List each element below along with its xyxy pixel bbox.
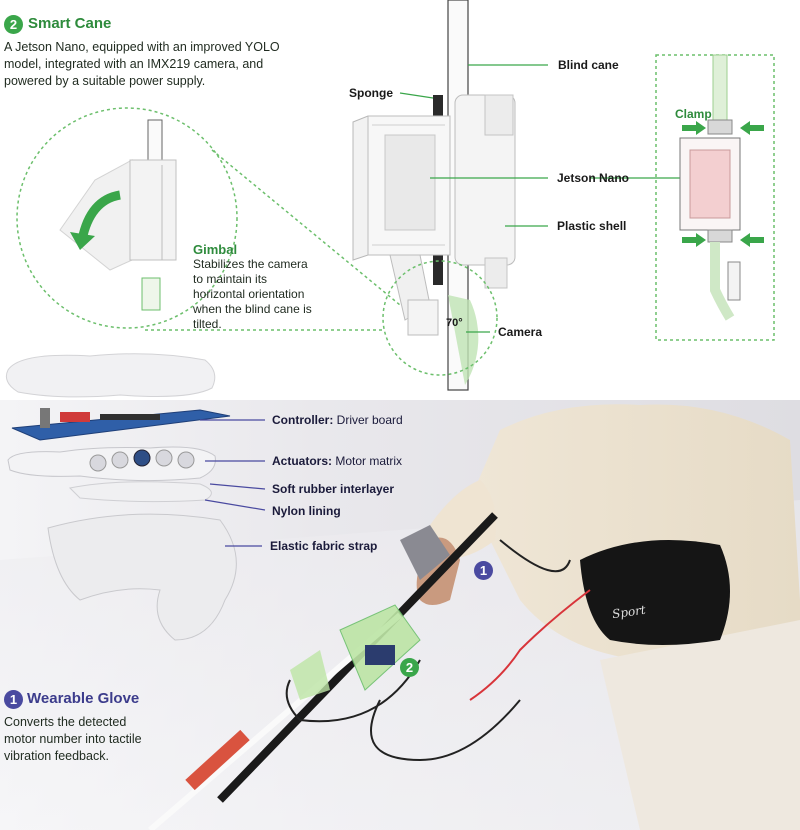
label-controller: Controller: Driver board <box>272 413 403 427</box>
driver-board <box>11 408 231 441</box>
glove-leader-lines <box>200 419 266 547</box>
wearable-glove-description: Converts the detected motor number into … <box>4 715 142 763</box>
wires-photo <box>285 539 591 762</box>
elastic-strap <box>47 513 237 641</box>
motor-matrix <box>7 446 216 482</box>
label-elastic-strap: Elastic fabric strap <box>270 539 378 553</box>
label-sponge: Sponge <box>349 86 393 100</box>
smart-cane-description: A Jetson Nano, equipped with an improved… <box>4 40 280 88</box>
gimbal-detail-circle <box>16 107 238 329</box>
cane-leader-lines <box>399 64 548 333</box>
jetson-housing-drawing <box>352 115 451 336</box>
label-jetson-nano: Jetson Nano <box>557 171 630 185</box>
photo-cane-badge: 2 <box>400 658 419 677</box>
plastic-shell-drawing <box>454 94 516 289</box>
camera-detail-circle <box>382 260 498 376</box>
label-rubber-interlayer: Soft rubber interlayer <box>272 482 395 496</box>
label-angle: 70° <box>446 317 463 329</box>
photo-glove-badge: 1 <box>474 561 493 580</box>
clamp-drawing <box>679 54 741 321</box>
smart-cane-title: Smart Cane <box>28 15 112 32</box>
wearable-glove-title: Wearable Glove <box>27 690 140 707</box>
rotation-arrow <box>77 190 121 241</box>
gimbal-drawing <box>59 119 177 311</box>
label-clamp: Clamp <box>675 107 712 121</box>
cane-photo <box>148 512 498 830</box>
label-plastic-shell: Plastic shell <box>557 219 627 233</box>
gimbal-description: Stabilizes the camera to maintain its ho… <box>193 257 312 331</box>
label-actuators: Actuators: Motor matrix <box>272 454 403 468</box>
label-camera: Camera <box>498 325 543 339</box>
smart-cane-badge: 2 <box>4 15 23 34</box>
wearable-glove-badge: 1 <box>4 690 23 709</box>
label-nylon-lining: Nylon lining <box>272 504 341 518</box>
gimbal-connector-2 <box>211 149 401 306</box>
clamp-arrows <box>682 121 764 247</box>
rubber-interlayer <box>68 481 212 503</box>
label-blind-cane: Blind cane <box>558 58 619 72</box>
rotation-arrow-head <box>70 232 95 250</box>
glove-cover <box>5 353 216 398</box>
camera-angle-wedge <box>448 295 479 385</box>
clamp-detail-box <box>655 54 775 341</box>
gimbal-title: Gimbal <box>193 242 238 257</box>
